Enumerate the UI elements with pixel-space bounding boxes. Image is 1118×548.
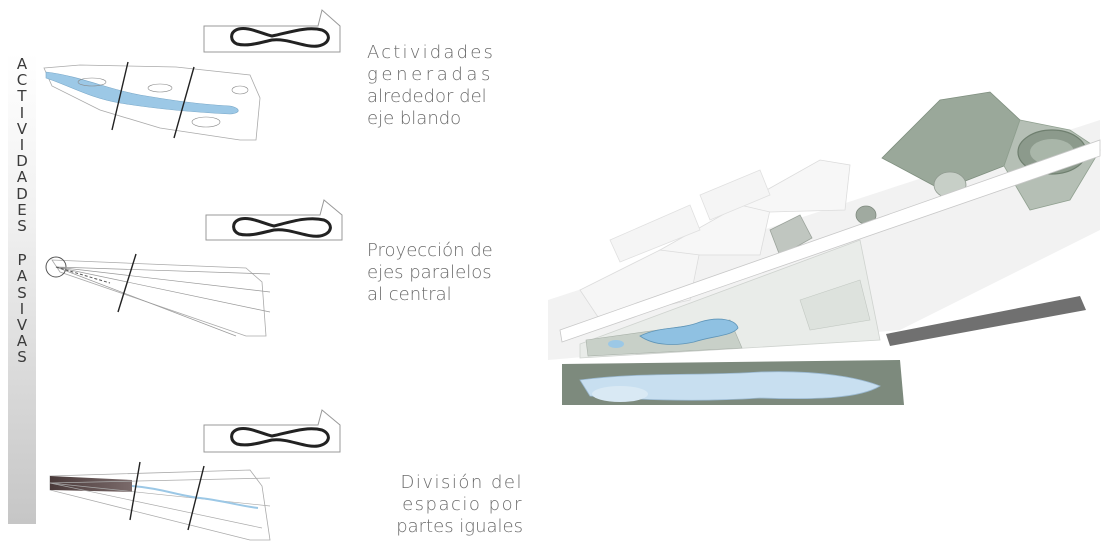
title-letter: I	[19, 103, 25, 122]
caption-line: eje blando	[367, 108, 462, 129]
caption-3: División del espacio por partes iguales	[370, 472, 523, 538]
title-letter: A	[16, 168, 28, 187]
title-letter: S	[17, 283, 27, 302]
title-letter: P	[17, 251, 27, 270]
diagram-1-key-thumbnail	[203, 9, 341, 53]
caption-1: Actividades generadas alrededor del eje …	[367, 42, 495, 130]
caption-line: División del	[400, 472, 523, 493]
title-letter: I	[19, 136, 25, 155]
diagram-3-key-thumbnail	[203, 409, 341, 453]
title-letter: S	[17, 217, 27, 236]
caption-line: alrededor del	[367, 86, 487, 107]
diagram-2-key-thumbnail	[205, 199, 343, 241]
title-letter: A	[16, 332, 28, 351]
diagram-3	[49, 409, 341, 541]
caption-line: Actividades	[367, 42, 496, 63]
title-letter: I	[19, 299, 25, 318]
title-letter: T	[17, 87, 27, 106]
diagram-1	[43, 9, 341, 141]
caption-line: partes iguales	[396, 516, 523, 537]
aerial-site-render	[548, 91, 1101, 405]
title-letter: A	[16, 55, 28, 73]
caption-2: Proyección de ejes paralelos al central	[367, 240, 493, 306]
title-letter: C	[16, 71, 28, 90]
diagram-2	[45, 199, 343, 337]
caption-line: generadas	[367, 64, 495, 85]
diagram-3-plan	[49, 461, 271, 541]
diagram-1-plan	[43, 61, 261, 141]
title-letter: V	[16, 119, 28, 138]
title-letter: V	[16, 316, 28, 335]
vertical-title: A C T I V I D A D E S P A S I V A S	[8, 56, 36, 366]
caption-line: ejes paralelos	[367, 262, 492, 283]
title-letter: S	[17, 348, 27, 367]
caption-line: espacio por	[402, 494, 523, 515]
title-letter: D	[16, 184, 28, 203]
title-letter: E	[17, 200, 27, 219]
vertical-title-bar	[8, 52, 36, 524]
caption-line: Proyección de	[367, 240, 493, 261]
caption-line: al central	[367, 284, 452, 305]
diagram-2-plan	[45, 253, 271, 337]
title-letter: A	[16, 267, 28, 286]
title-letter: D	[16, 152, 28, 171]
